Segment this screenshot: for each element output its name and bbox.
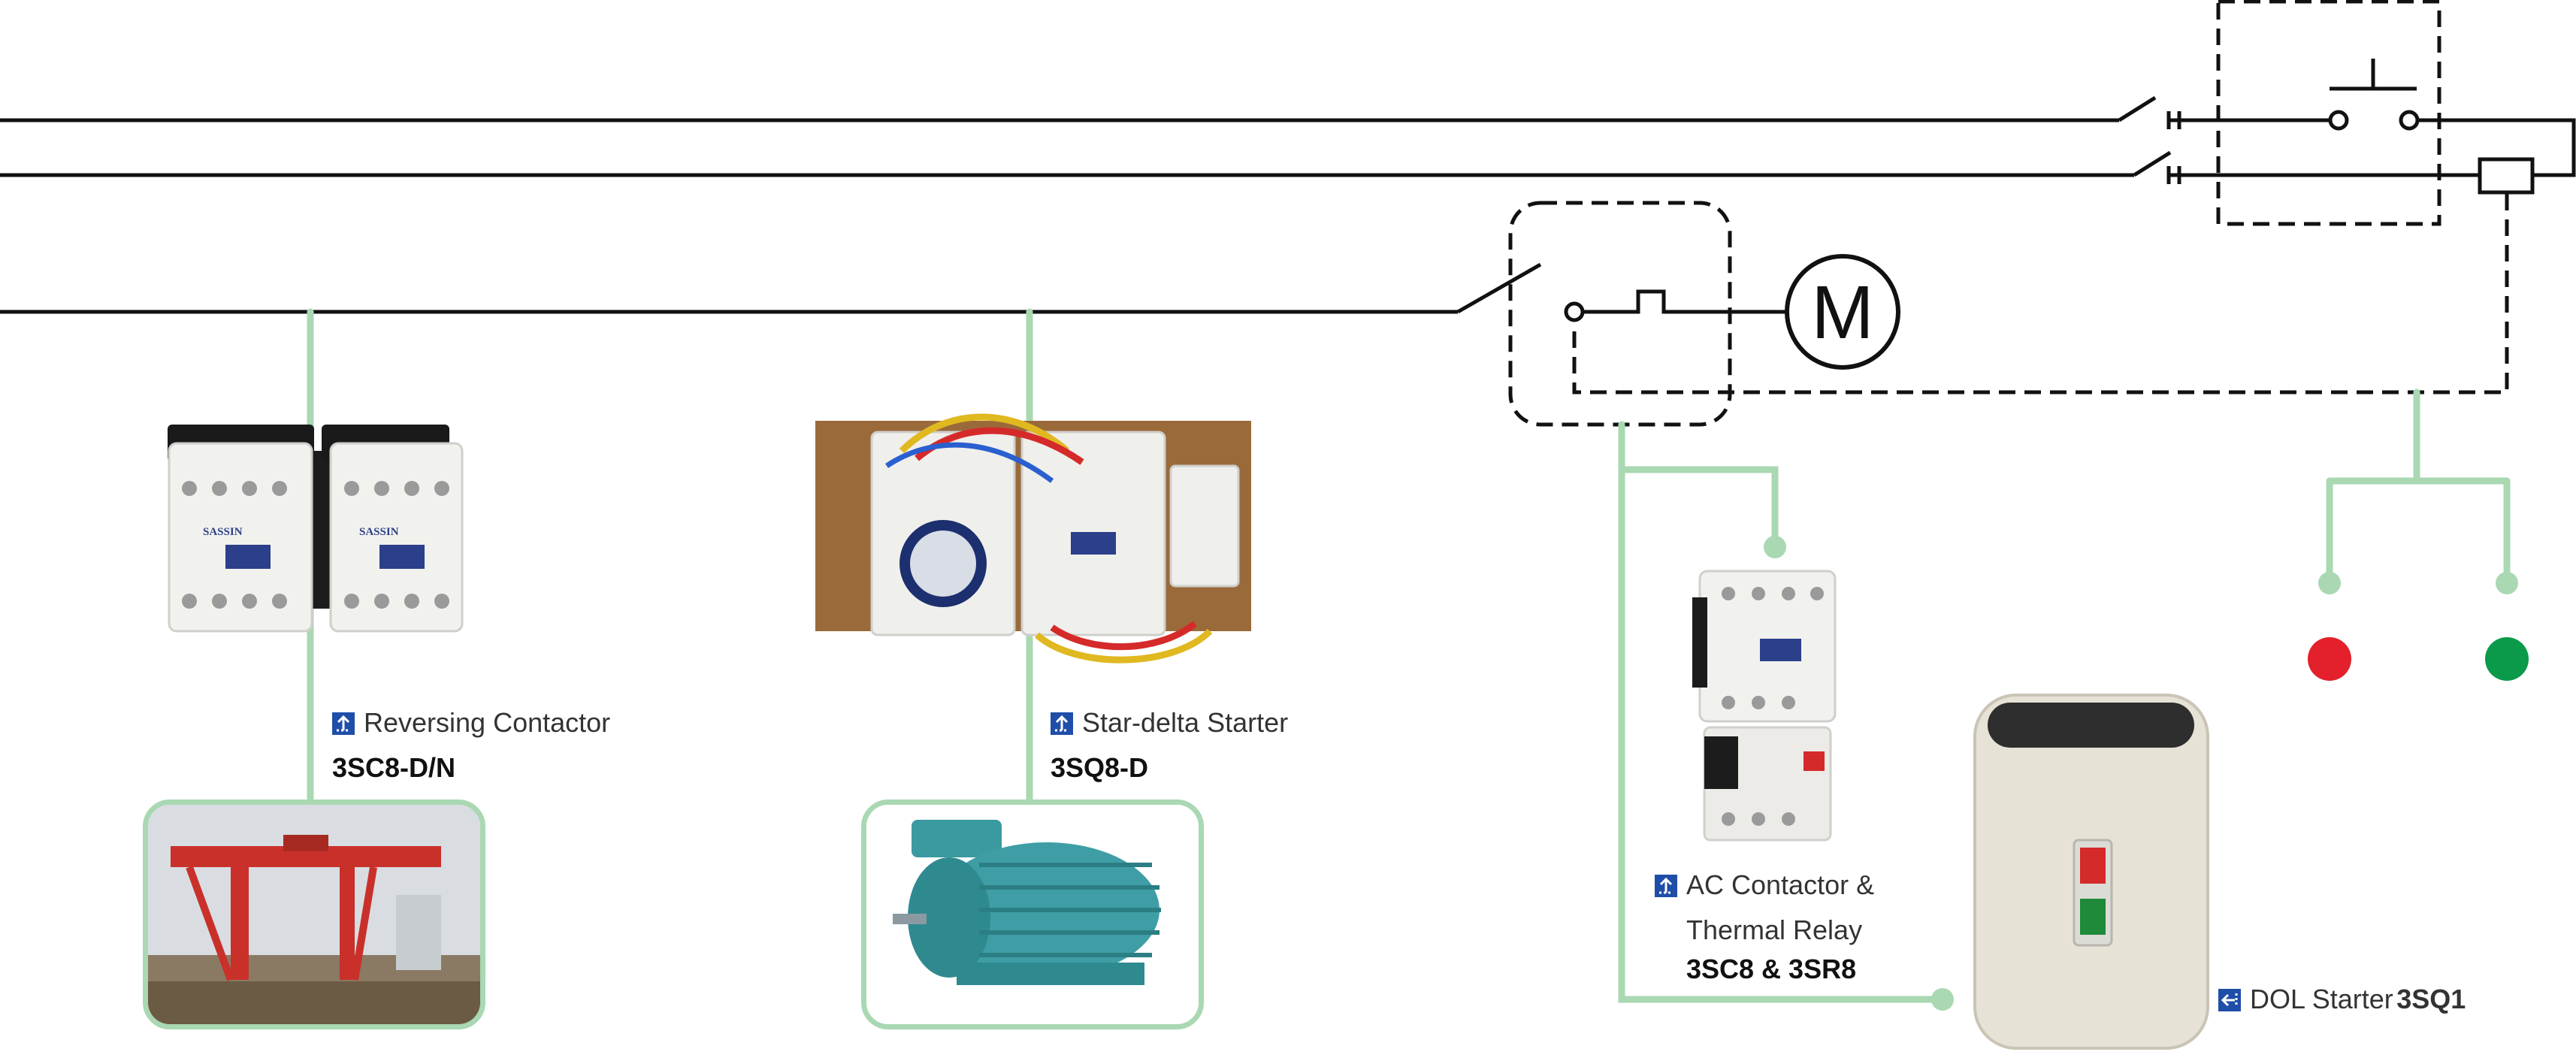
- reversing-contactor-image: SASSIN SASSIN: [168, 425, 464, 633]
- power-lines: [0, 95, 2480, 314]
- gantry-crane-photo: [143, 800, 485, 1029]
- motor-symbol: M: [1785, 254, 1900, 370]
- switch-l1-blade: [2118, 95, 2157, 122]
- product-model: 3SQ1: [2396, 984, 2466, 1014]
- product-name: Star-delta Starter: [1082, 707, 1289, 738]
- ac-contactor-thermal-relay-image: [1692, 570, 1837, 842]
- terminal-l1: [2166, 111, 2188, 129]
- pushbutton-symbol: [2328, 59, 2576, 195]
- switch-l3-blade: [1456, 262, 1542, 314]
- product-model: 3SC8 & 3SR8: [1686, 954, 1857, 984]
- contactor-brand-b: SASSIN: [359, 526, 399, 538]
- product-model: 3SQ8-D: [1051, 752, 1149, 783]
- product-name: DOL Starter: [2250, 984, 2393, 1014]
- electric-motor-photo: [861, 800, 1204, 1029]
- product-model: 3SC8-D/N: [332, 752, 456, 783]
- star-delta-starter-image: [815, 413, 1251, 663]
- product-name: Reversing Contactor: [364, 707, 611, 738]
- arrow-up-badge-icon: [332, 712, 355, 735]
- switch-l2-blade: [2133, 150, 2172, 177]
- arrow-left-badge-icon: [2218, 989, 2241, 1011]
- reversing-contactor-label: Reversing Contactor 3SC8-D/N: [332, 703, 610, 787]
- motor-label: M: [1811, 271, 1873, 355]
- terminal-l2: [2166, 166, 2188, 184]
- product-name-line1: AC Contactor &: [1686, 869, 1875, 900]
- arrow-up-badge-icon: [1051, 712, 1073, 735]
- green-indicator-lamp: [2485, 637, 2529, 681]
- dol-starter-image: [1973, 694, 2209, 1050]
- thermal-contact-node: [1564, 301, 1585, 322]
- product-name-line2: Thermal Relay: [1686, 914, 1863, 945]
- star-delta-starter-label: Star-delta Starter 3SQ8-D: [1051, 703, 1288, 787]
- red-indicator-lamp: [2308, 637, 2351, 681]
- dashed-enclosures: [1508, 0, 2509, 427]
- connector-dots: [1764, 536, 2518, 1011]
- arrow-up-badge-icon: [1655, 875, 1677, 897]
- ac-contactor-thermal-relay-label: AC Contactor & Thermal Relay 3SC8 & 3SR8: [1655, 866, 1874, 989]
- thermal-element: [1578, 289, 1787, 314]
- dol-starter-label: DOL Starter 3SQ1: [2218, 980, 2466, 1025]
- contactor-brand-a: SASSIN: [203, 526, 243, 538]
